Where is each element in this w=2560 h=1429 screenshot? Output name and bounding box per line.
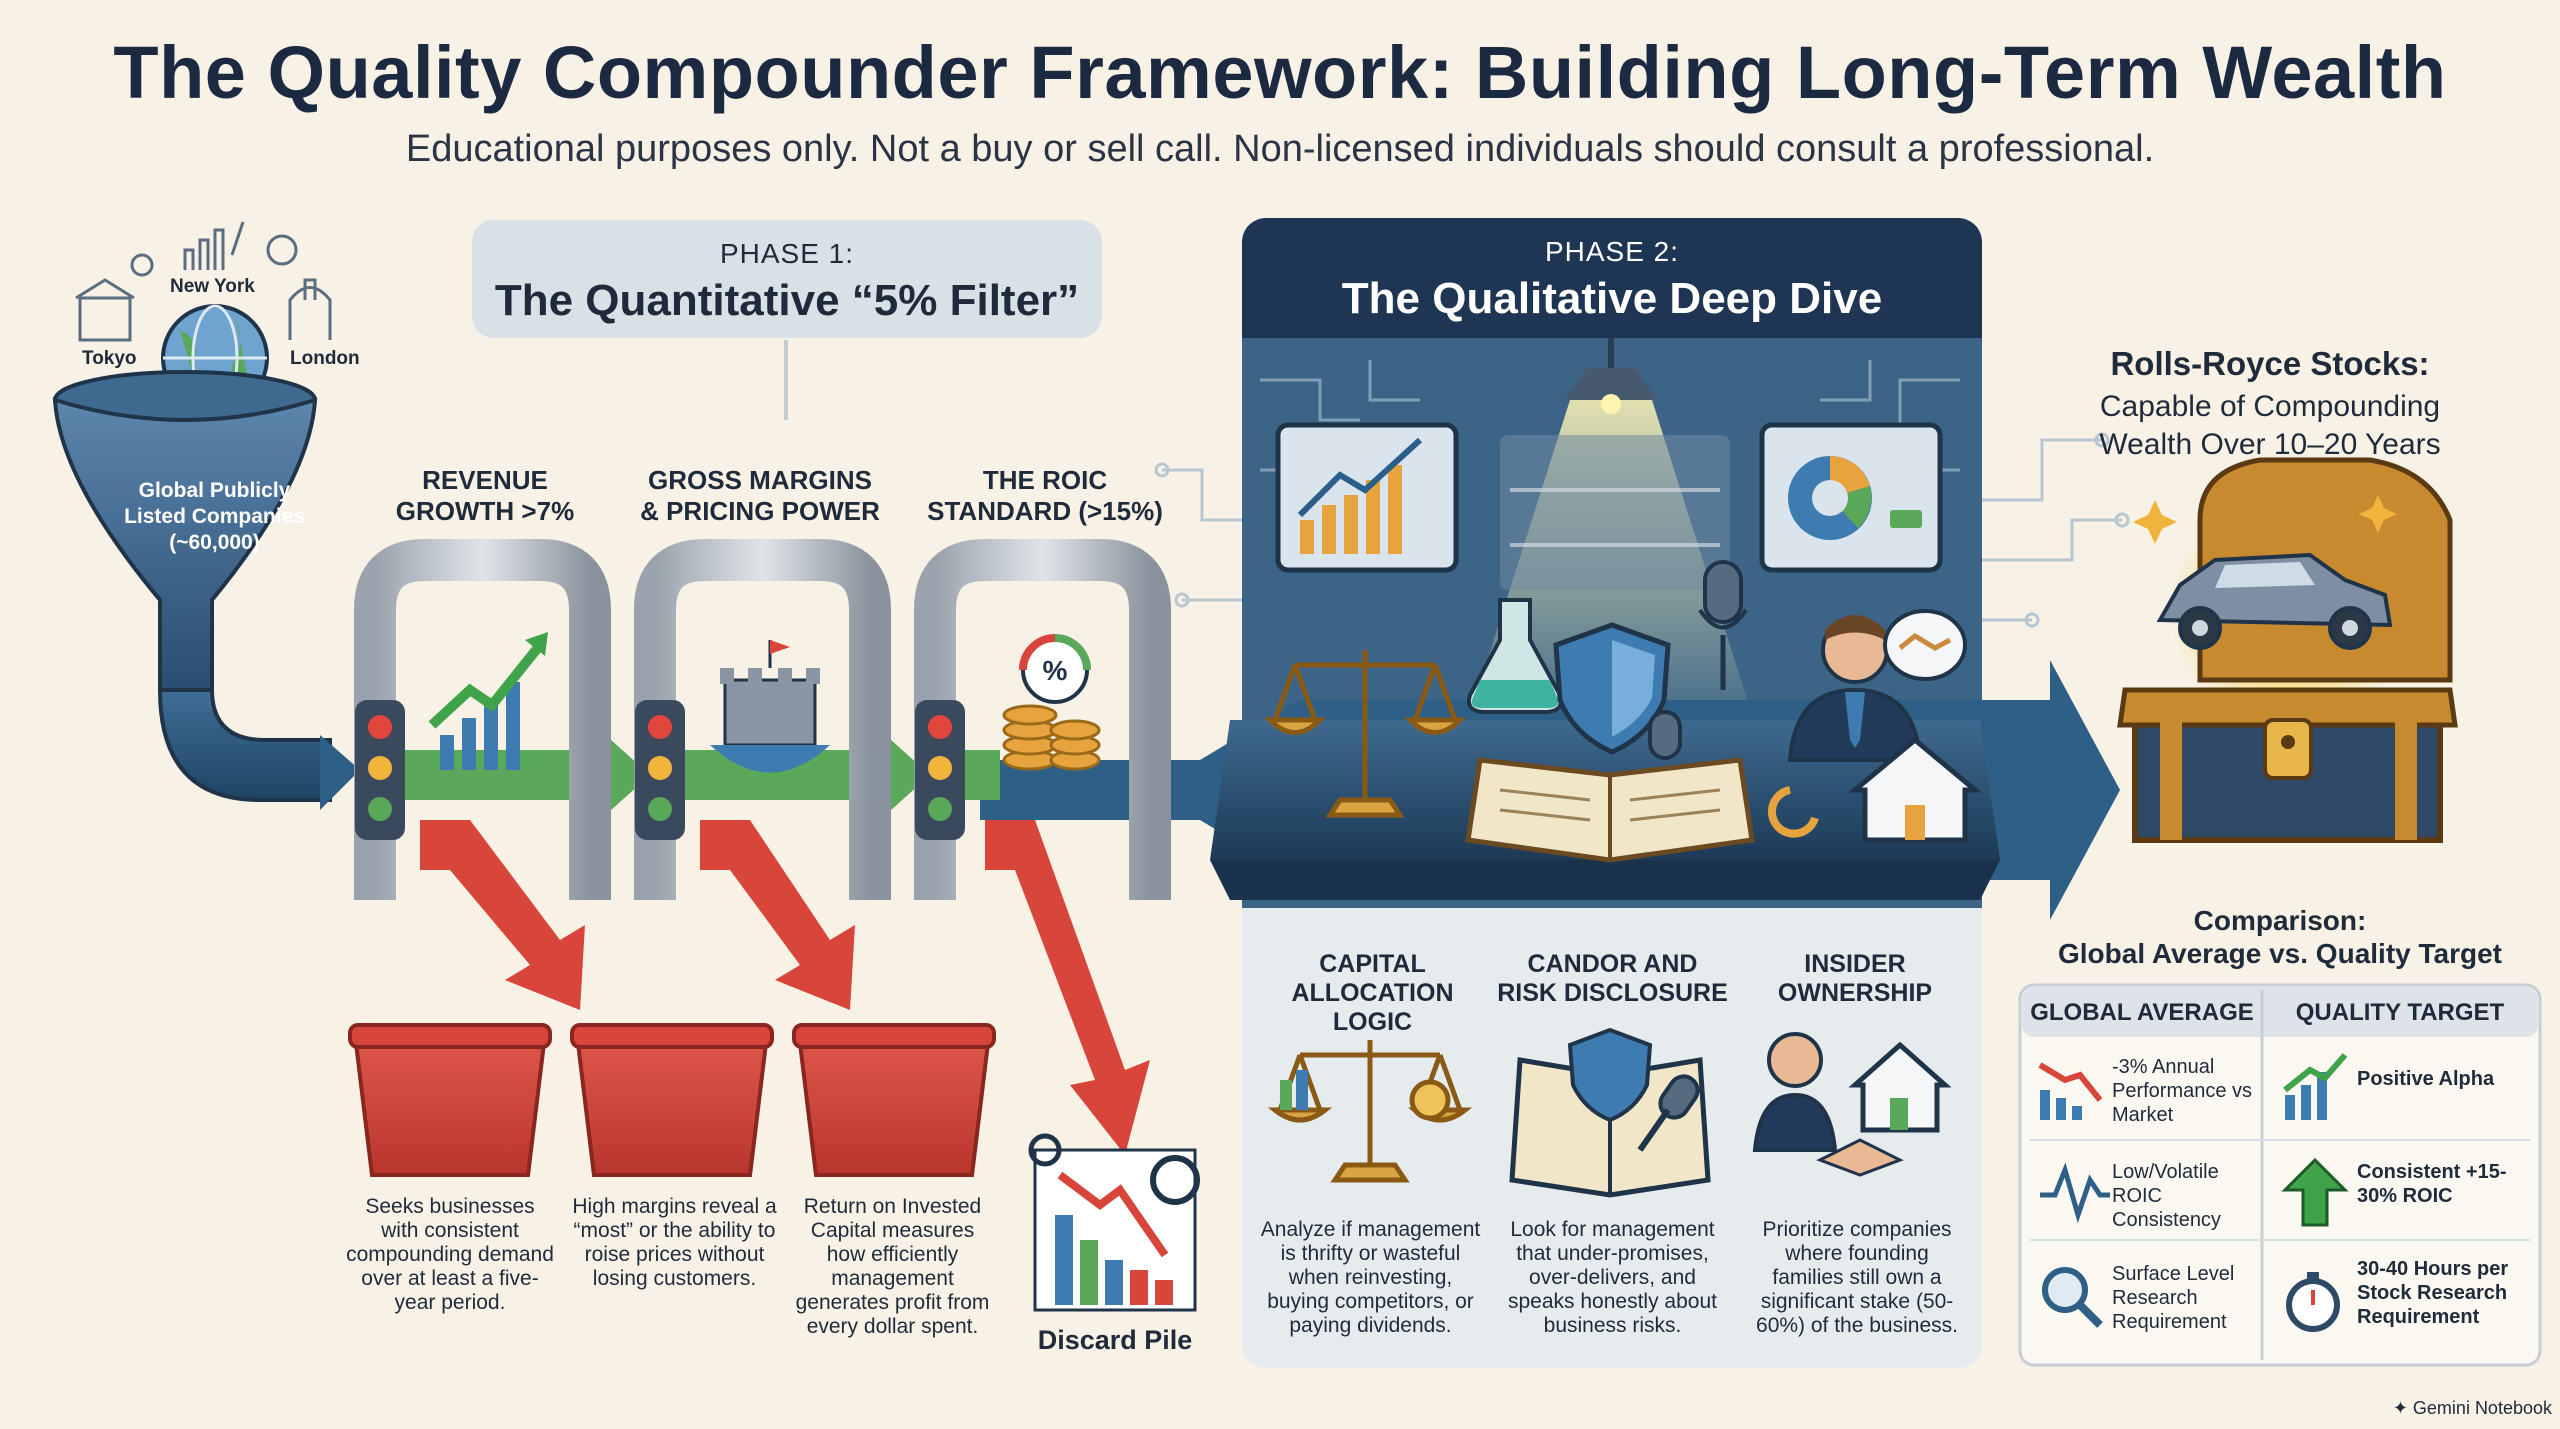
comparison-cell-global-3: Surface Level Research Requirement <box>2112 1263 2235 1333</box>
growth-chart-icon <box>428 632 548 770</box>
city-label-newyork: New York <box>170 276 255 297</box>
gate-label-revenue: REVENUE GROWTH >7% <box>395 465 575 526</box>
treasure-chest-icon <box>2117 457 2458 843</box>
sparkle-logo-icon: ✦ <box>2392 1398 2413 1418</box>
phase1-connector <box>784 340 788 420</box>
gate-label-roic: THE ROIC STANDARD (>15%) <box>927 465 1163 526</box>
circuit-lines-outer <box>1154 432 2130 628</box>
percent-coins-icon: % <box>1002 634 1101 771</box>
page-title: The Quality Compounder Framework: Buildi… <box>113 31 2447 114</box>
svg-text:%: % <box>1043 655 1068 686</box>
gate-desc-margins: High margins reveal a “most” or the abil… <box>572 1195 777 1290</box>
red-reject-arrows <box>420 820 1150 1155</box>
pie-screen-icon <box>1759 422 1943 573</box>
rolls-royce-title: Rolls-Royce Stocks: <box>2110 345 2430 382</box>
volatile-line-icon <box>2040 1162 2110 1224</box>
sparkle-icons <box>2133 495 2397 544</box>
handshake-bubble-icon <box>1883 609 1967 681</box>
comparison-cell-quality-2: Consistent +15-30% ROIC <box>2357 1161 2507 1207</box>
stopwatch-icon <box>2286 1272 2340 1332</box>
qual-desc-candor: Look for management that under-promises,… <box>1508 1218 1717 1337</box>
comparison-cell-quality-3: 30-40 Hours per Stock Research Requireme… <box>2357 1258 2509 1328</box>
comparison-col-quality: QUALITY TARGET <box>2295 999 2505 1026</box>
city-icons <box>75 221 332 342</box>
book-shield-mic-icon <box>1509 1027 1711 1198</box>
up-chart-icon <box>2283 1053 2348 1120</box>
rolls-royce-car-icon <box>2156 552 2393 650</box>
reject-bin-2 <box>570 1023 774 1177</box>
phase1-header: PHASE 1: The Quantitative “5% Filter” <box>472 220 1102 338</box>
discard-pile-icon <box>1028 1133 1200 1312</box>
phase2-header: PHASE 2: The Qualitative Deep Dive <box>1242 218 1982 338</box>
shield-icon <box>1553 622 1671 755</box>
city-label-tokyo: Tokyo <box>82 348 137 369</box>
microphone-icon <box>1648 560 1748 760</box>
gate-label-margins: GROSS MARGINS & PRICING POWER <box>640 465 880 526</box>
reject-bin-1 <box>348 1023 552 1177</box>
gate-roic: % <box>914 539 1171 900</box>
castle-moat-icon <box>710 640 830 773</box>
gate-desc-revenue: Seeks businesses with consistent compoun… <box>346 1195 554 1314</box>
comparison-subtitle: Global Average vs. Quality Target <box>2058 938 2502 969</box>
open-book-icon <box>1465 757 1755 863</box>
funnel <box>52 370 360 810</box>
disclaimer-subtitle: Educational purposes only. Not a buy or … <box>405 128 2155 170</box>
city-label-london: London <box>290 348 360 369</box>
qual-label-capital: CAPITAL ALLOCATION LOGIC <box>1291 950 1454 1036</box>
capital-allocation-icon <box>1267 1040 1473 1183</box>
down-chart-icon <box>2038 1062 2103 1120</box>
qual-label-candor: CANDOR AND RISK DISCLOSURE <box>1497 950 1728 1007</box>
qual-desc-insider: Prioritize companies where founding fami… <box>1756 1218 1958 1337</box>
lab-screen-icon <box>1500 435 1730 590</box>
comparison-cell-global-2: Low/Volatile ROIC Consistency <box>2112 1161 2221 1231</box>
comparison-cell-quality-1: Positive Alpha <box>2357 1068 2495 1090</box>
house-icon <box>1848 736 1982 843</box>
up-arrow-icon <box>2281 1157 2349 1227</box>
cycle-arrow-icon <box>1767 786 1819 838</box>
magnifier-icon <box>2042 1267 2103 1328</box>
insider-ownership-icon <box>1752 1032 1952 1177</box>
comparison-cell-global-1: -3% Annual Performance vs Market <box>2112 1056 2253 1126</box>
chart-screen-icon <box>1275 422 1459 573</box>
gate-margins <box>634 539 891 900</box>
credit-label: ✦ Gemini Notebook <box>2392 1398 2552 1418</box>
comparison-col-global: GLOBAL AVERAGE <box>2030 999 2254 1026</box>
comparison-title: Comparison: <box>2193 905 2367 936</box>
comparison-table <box>2018 983 2542 1367</box>
gate-revenue <box>354 539 611 900</box>
discard-pile-label: Discard Pile <box>1037 1325 1193 1355</box>
rolls-royce-subtitle: Capable of Compounding Wealth Over 10–20… <box>2099 390 2441 461</box>
reject-bin-3 <box>792 1023 996 1177</box>
qual-label-insider: INSIDER OWNERSHIP <box>1777 950 1933 1007</box>
scales-icon <box>1263 650 1467 818</box>
qual-desc-capital: Analyze if management is thrifty or wast… <box>1260 1218 1481 1337</box>
gate-desc-roic: Return on Invested Capital measures how … <box>795 1195 990 1338</box>
funnel-label: Global Publicly Listed Companies (~60,00… <box>124 479 305 554</box>
